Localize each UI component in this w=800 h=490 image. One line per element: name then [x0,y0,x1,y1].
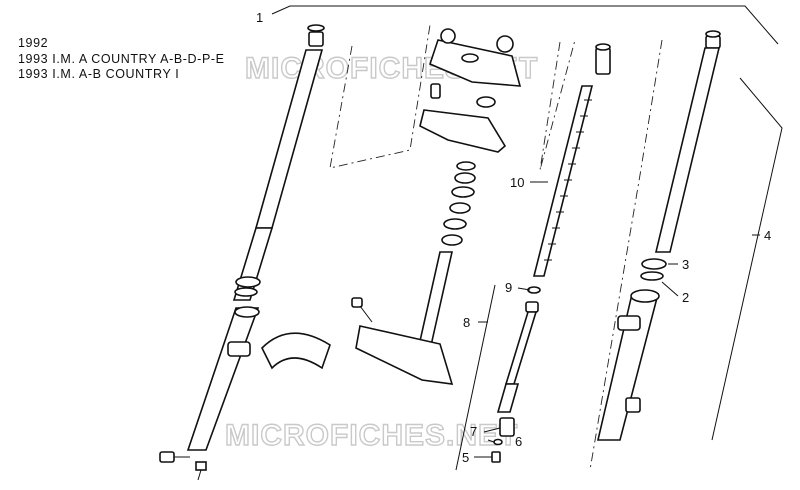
bearing-ring-6 [441,234,463,246]
top-yoke-nut-left [440,28,456,44]
left-bolt-head [159,451,175,463]
right-axle-boss [617,315,641,331]
bearing-ring-4 [449,202,471,214]
boundary-spring [539,39,576,171]
callout-2: 2 [682,290,689,305]
left-fork-leg [159,24,325,481]
callout-10: 10 [510,175,524,190]
watermark-bottom: MICROFICHES.NET [225,419,518,452]
mudguard-bracket [261,332,331,370]
model-header: 1992 1993 I.M. A COUNTRY A-B-D-P-E 1993 … [18,36,225,83]
damper-piston [499,417,515,437]
callout-9: 9 [505,280,512,295]
callout-7: 7 [470,424,477,439]
top-yoke-nut-right [496,35,514,53]
left-axle-boss [227,341,251,357]
right-slider-top [630,289,660,303]
right-caliper-mount [625,397,641,413]
bracket-group-8 [455,284,496,471]
spring-cap-top [595,43,611,51]
rebound-spring [496,383,520,413]
bottom-yoke [355,325,454,385]
left-drain-shank [197,469,202,481]
callout-8: 8 [463,315,470,330]
lock-plate [419,109,507,153]
leader-2 [661,281,679,297]
right-tube-cap-top [705,30,721,38]
spring-cap [595,47,611,75]
bearing-ring-2 [454,172,476,184]
left-tube-cap-top [307,24,325,32]
spring-coils [544,99,592,261]
model-line-2: 1993 I.M. A COUNTRY A-B-D-P-E [18,51,225,66]
spring-assembly [491,43,611,463]
leader-6 [487,439,495,443]
model-line-3: 1993 I.M. A-B COUNTRY I [18,67,180,81]
bearing-ring-3 [451,186,475,198]
bearing-ring-5 [443,218,467,230]
steering-tube [417,251,453,351]
steering-stem [351,28,522,385]
cap-nut [476,96,496,108]
callout-5: 5 [462,450,469,465]
callout-1: 1 [256,10,263,25]
leader-9 [517,287,531,291]
left-seal-ring [235,276,261,288]
right-stanchion [654,47,721,253]
left-slider-top [234,306,260,318]
callout-3: 3 [682,257,689,272]
boundary-right-tube [589,39,663,471]
left-tube-cap [308,31,324,47]
left-dust-ring [234,287,258,297]
callout-6: 6 [515,434,522,449]
left-drain-screw [195,461,207,471]
callout-4: 4 [764,228,771,243]
leader-7 [483,427,501,433]
right-seal-2 [640,271,664,281]
allen-bolt [491,451,501,463]
spring-body [532,85,594,277]
top-yoke [429,39,522,87]
stem-bolt [430,83,441,99]
bottom-yoke-bolt-head [351,297,363,308]
damper-rod [504,311,538,385]
right-seal-3 [641,258,667,270]
top-yoke-center-nut [461,53,479,63]
bearing-ring-1 [456,161,476,171]
damper-rod-head [525,301,539,313]
boundary-left-tube [329,24,431,169]
washer [493,438,503,446]
right-fork-leg [596,30,721,441]
bracket-group-4 [711,77,783,441]
model-line-1: 1992 [18,36,49,50]
leader-group-1 [271,5,779,45]
bottom-yoke-bolt-shank [359,305,373,323]
